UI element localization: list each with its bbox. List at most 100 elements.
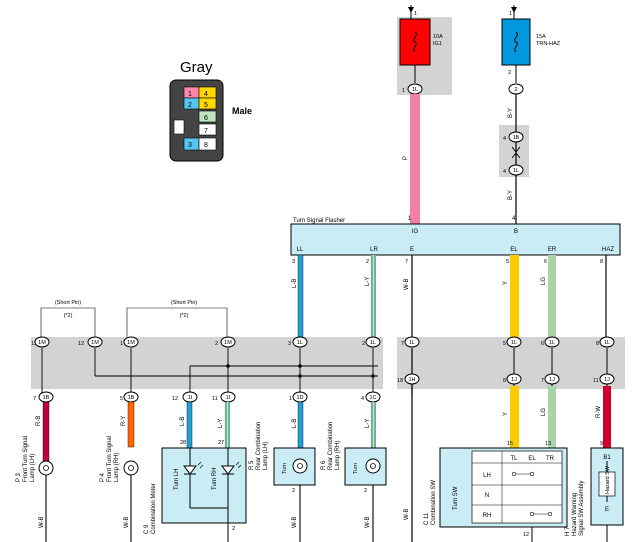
diagram-label: 1 — [120, 341, 123, 347]
turn-signal-flasher: Turn Signal Flasher 1 IG 4 B LL LR E EL … — [290, 216, 621, 265]
short-pin-brackets: (Short Pin) (*2) (Short Pin) (*2) — [40, 300, 228, 337]
diagram-label: 1 — [509, 11, 512, 17]
diagram-label: 3 — [292, 259, 295, 265]
diagram-label: E — [605, 507, 609, 513]
diagram-label: IG — [412, 229, 419, 235]
diagram-label: 11 — [31, 341, 37, 347]
by-junction: 4 1B 4 1L — [503, 131, 524, 176]
connector-diagram: Gray 1 4 2 5 6 7 3 8 Male — [169, 59, 252, 162]
diagram-label: Y — [503, 412, 509, 416]
connector-pin: 2 — [188, 102, 192, 109]
diagram-label: Turn — [353, 463, 359, 474]
diagram-label: 11 — [593, 378, 599, 384]
diagram-label: W-B — [404, 508, 410, 520]
diagram-label: B1 — [603, 455, 611, 461]
diagram-label: Front Turn Signal — [23, 436, 29, 482]
diagram-label: (Short Pin) — [55, 300, 81, 306]
diagram-label: Rear Combination — [256, 422, 262, 470]
diagram-label: Front Turn Signal — [107, 436, 113, 482]
diagram-label: 7 — [401, 341, 404, 347]
flasher-title: Turn Signal Flasher — [293, 218, 345, 224]
diagram-label: 13 — [545, 441, 551, 447]
diagram-label: 6 — [541, 341, 544, 347]
connector-label: 1J — [511, 377, 517, 383]
diagram-label: LL — [297, 247, 304, 253]
rear-lamp-r5: Turn 2 W-B R 5 Rear Combination Lamp (LH… — [249, 422, 316, 542]
diagram-label: R 6 — [321, 460, 327, 470]
diagram-label: 5 — [120, 396, 123, 402]
lamp-p3: W-B P 3 Front Turn Signal Lamp (LH) — [16, 436, 54, 542]
diagram-label: HAZ — [602, 247, 614, 253]
connector-pin: 1 — [188, 91, 192, 98]
diagram-label: Lamp (LH) — [30, 454, 36, 482]
combination-meter-c9: 28 27 Turn LH Turn RH 2 C 9 Combination … — [144, 440, 247, 542]
diagram-label: Hazard Warning — [572, 493, 578, 536]
diagram-label: 2 — [362, 341, 365, 347]
diagram-label: L-B — [292, 419, 298, 428]
diagram-label: P 4 — [100, 472, 106, 482]
connector-pin: 6 — [204, 115, 208, 122]
diagram-label: 12 — [523, 532, 529, 538]
diagram-label: 4 — [361, 396, 364, 402]
connector-pin: 5 — [204, 102, 208, 109]
diagram-label: 27 — [218, 440, 224, 446]
diagram-label: 4 — [503, 136, 506, 142]
connector-pin: 4 — [204, 91, 208, 98]
diagram-label: R-B — [36, 416, 42, 426]
hazard-switch-h7: 9 B1 Hazard SW E H 7 Hazard Warning Sign… — [565, 441, 624, 542]
wire-p — [410, 94, 420, 226]
diagram-label: LR — [370, 247, 378, 253]
diagram-label: 2 — [364, 488, 367, 494]
diagram-label: Signal SW Assembly — [579, 481, 585, 536]
diagram-label: 6 — [544, 259, 547, 265]
diagram-label: L-B — [180, 417, 186, 426]
connector-color-label: Gray — [180, 59, 213, 76]
diagram-label: LG — [541, 277, 547, 285]
diagram-label: 12 — [172, 396, 178, 402]
diagram-label: 7 — [33, 396, 36, 402]
junction-connectors-bottom: 7 1B 5 1B 12 1I 11 1I 1 1D 4 1C 18 1H 8 … — [33, 373, 615, 403]
connector-pin: 3 — [188, 142, 192, 149]
connector-label: 1M — [224, 340, 232, 346]
wire-ry — [127, 401, 135, 448]
diagram-label: EL — [510, 247, 518, 253]
diagram-label: 2 — [292, 488, 295, 494]
connector-label: 1B — [128, 395, 135, 401]
diagram-label: W-B — [404, 278, 410, 290]
diagram-label: 2 — [508, 70, 511, 76]
wire-y — [510, 255, 519, 343]
diagram-label: Turn SW — [453, 486, 459, 510]
diagram-label: Lamp (LH) — [263, 442, 269, 470]
diagram-label: Combination SW — [431, 480, 437, 525]
connector-label: 1D — [296, 395, 303, 401]
diagram-label: Turn LH — [174, 469, 180, 490]
diagram-label: 8 — [503, 378, 506, 384]
diagram-label: TL — [510, 456, 518, 462]
diagram-label: Lamp (RH) — [114, 453, 120, 482]
diagram-label: W-B — [292, 516, 298, 528]
diagram-label: 5 — [503, 341, 506, 347]
wire-label-p: P — [403, 156, 409, 160]
diagram-label: 9 — [600, 441, 603, 447]
diagram-label: RH — [483, 513, 492, 519]
connector-label: 1L — [511, 340, 517, 346]
diagram-label: Turn — [282, 463, 288, 474]
diagram-label: 18 — [397, 378, 403, 384]
fuse-name: IG1 — [433, 41, 442, 47]
diagram-label: L-Y — [365, 419, 371, 428]
diagram-label: TR — [546, 456, 555, 462]
fuse-15a: 1 15A TRN-HAZ 2 2 — [501, 5, 561, 95]
diagram-label: B — [514, 229, 518, 235]
connector-label: 1C — [369, 395, 376, 401]
diagram-label: W-B — [39, 516, 45, 528]
diagram-label: N — [485, 493, 489, 499]
diagram-label: R-Y — [121, 416, 127, 426]
diagram-label: W-B — [124, 516, 130, 528]
fuse-10a: 1 10A IG1 1 1L — [399, 5, 443, 95]
diagram-label: B-Y — [508, 190, 514, 200]
diagram-label: 8 — [596, 341, 599, 347]
lamp-p4: W-B P 4 Front Turn Signal Lamp (RH) — [100, 436, 139, 542]
connector-pin: 7 — [204, 128, 208, 135]
diagram-label: 15 — [507, 441, 513, 447]
